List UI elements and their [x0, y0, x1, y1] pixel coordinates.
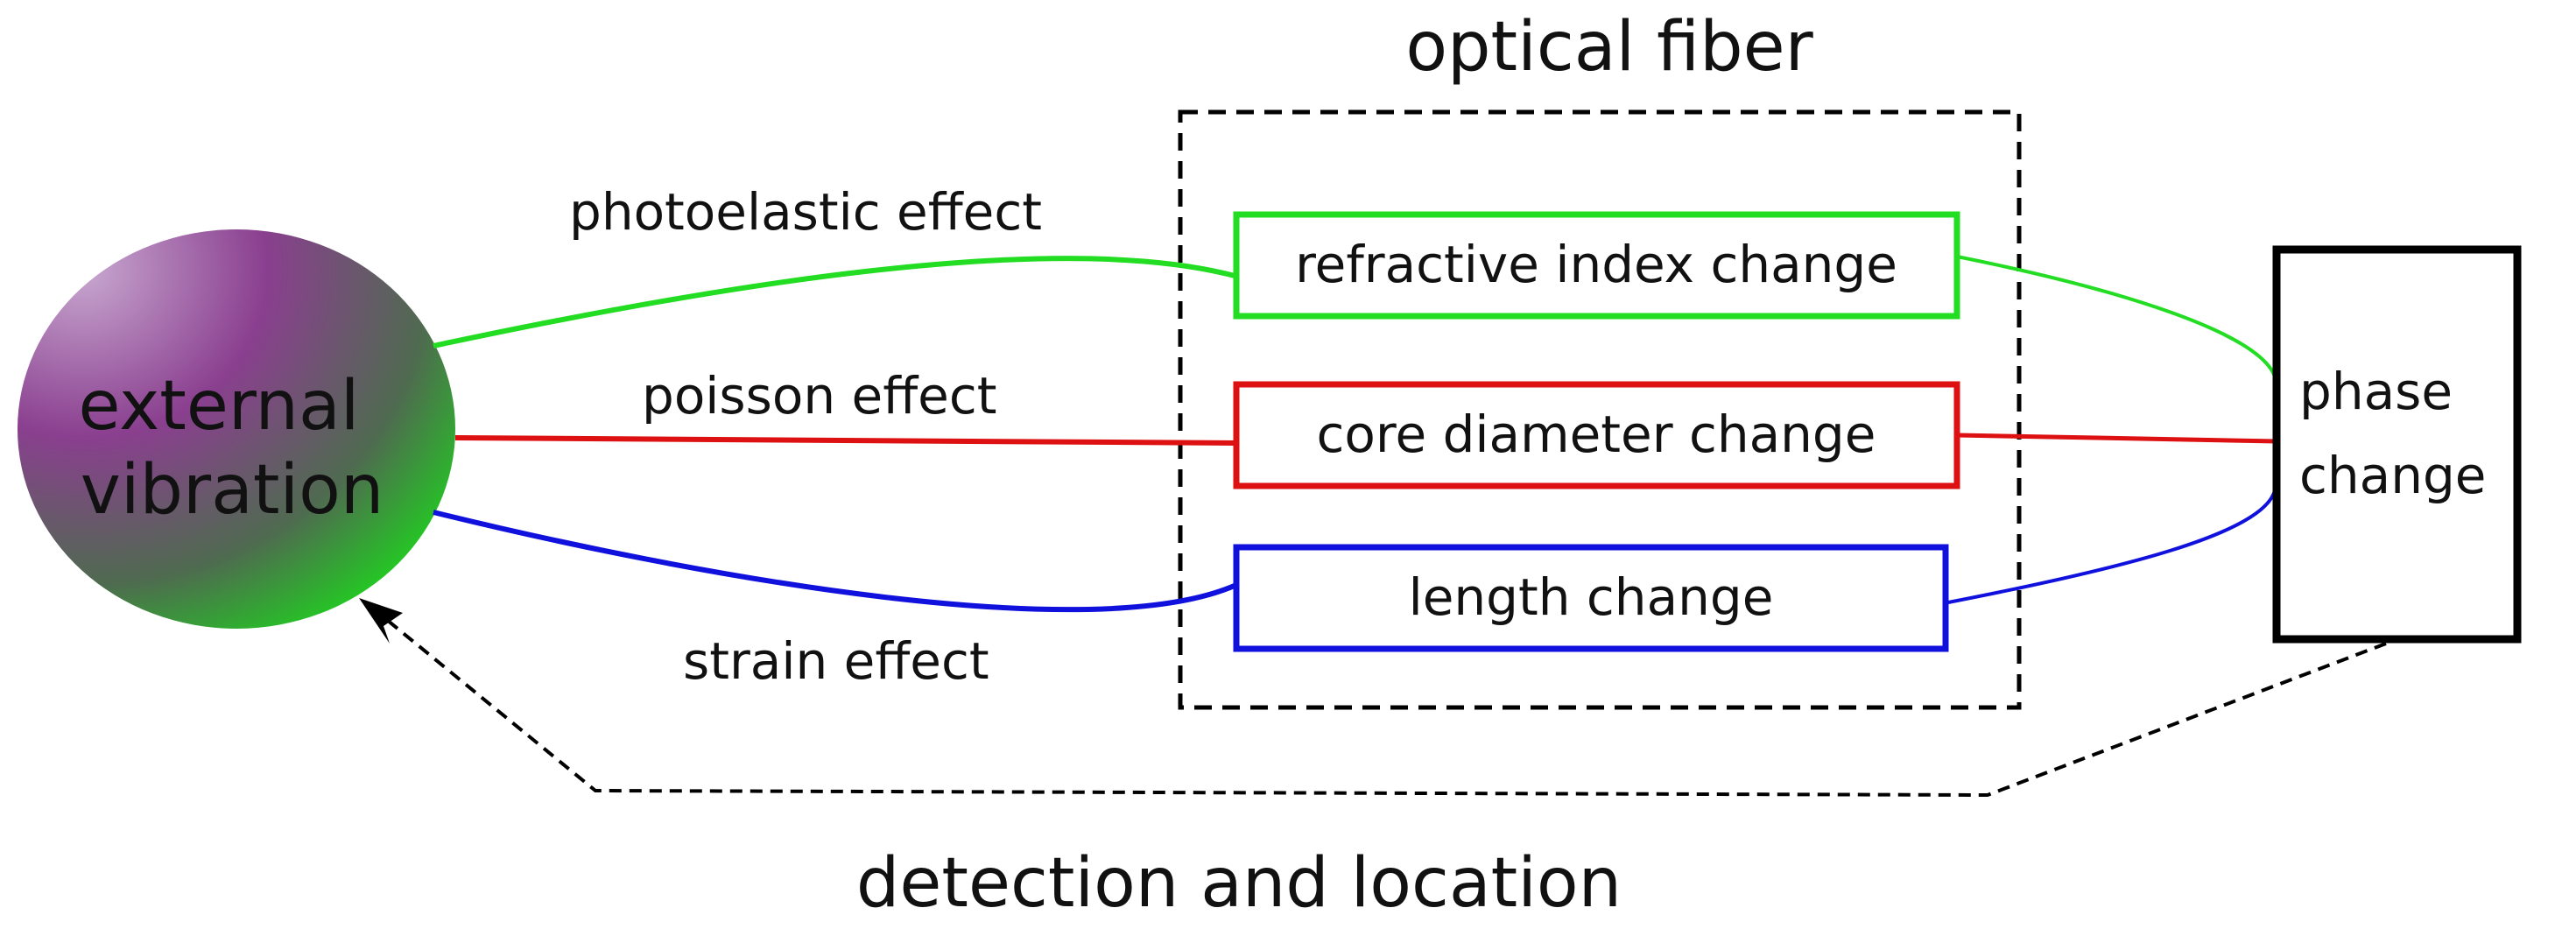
- photoelastic-out-path: [1956, 255, 2277, 377]
- refractive-index-box: [1233, 211, 1960, 320]
- phase-change-box: [2272, 245, 2522, 644]
- external-vibration-label-line1: external: [79, 367, 360, 446]
- photoelastic-effect-label: photoelastic effect: [569, 182, 1042, 242]
- optical-fiber-container: [1178, 109, 2022, 710]
- photoelastic-path: [433, 256, 1235, 348]
- external-vibration-node: [18, 229, 455, 629]
- detection-and-location-label: detection and location: [856, 844, 1622, 923]
- poisson-effect-label: poisson effect: [642, 366, 997, 426]
- length-box: [1233, 544, 1949, 652]
- refractive-index-label: refractive index change: [1295, 235, 1897, 294]
- detection-feedback-path: [366, 602, 2387, 798]
- optical-fiber-title: optical fiber: [1405, 8, 1813, 87]
- poisson-out-path: [1956, 433, 2277, 444]
- strain-path: [433, 510, 1238, 613]
- phase-change-label-line1: phase: [2299, 362, 2453, 421]
- detection-arrowhead: [359, 598, 403, 644]
- strain-out-path: [1947, 489, 2277, 604]
- core-diameter-label: core diameter change: [1317, 405, 1876, 464]
- length-change-label: length change: [1409, 567, 1774, 627]
- phase-change-label-line2: change: [2299, 446, 2486, 505]
- external-vibration-label-line2: vibration: [81, 451, 384, 530]
- core-diameter-box: [1233, 381, 1960, 489]
- strain-effect-label: strain effect: [683, 631, 989, 691]
- poisson-path: [454, 435, 1237, 446]
